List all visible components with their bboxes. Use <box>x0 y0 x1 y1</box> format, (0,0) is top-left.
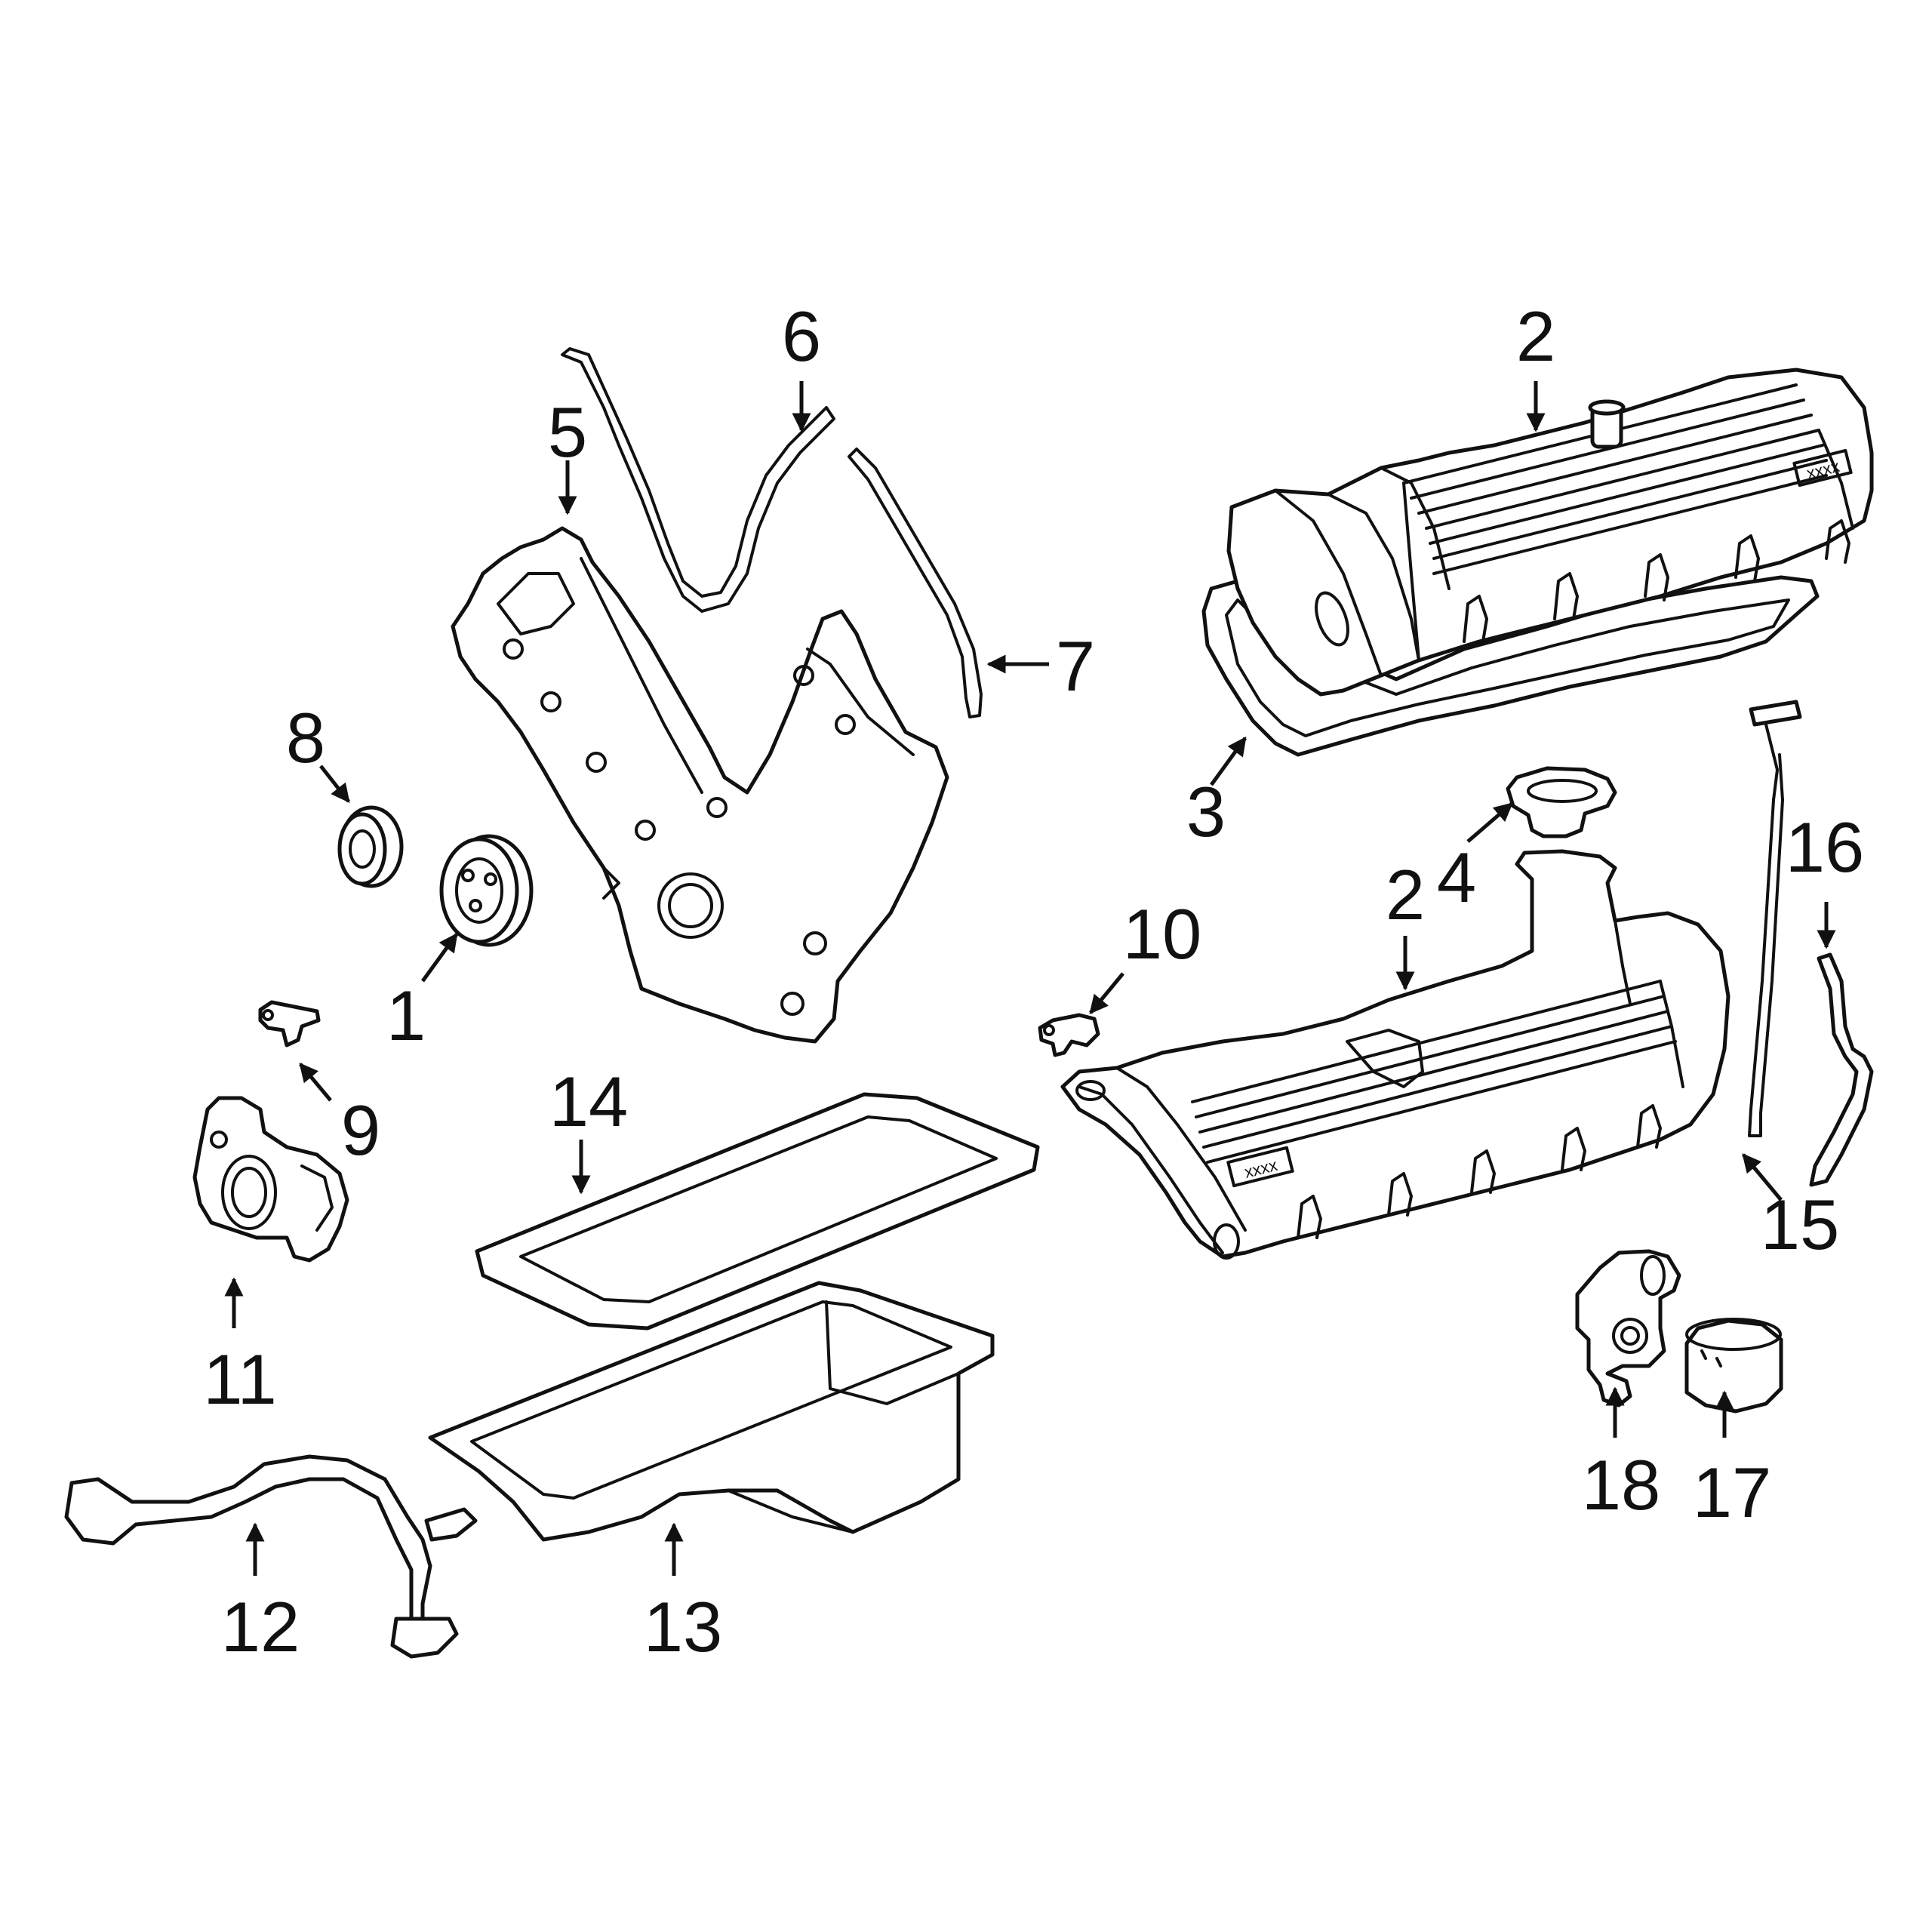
valve-cover-lower: xxxx <box>1060 849 1730 1260</box>
callout-11: 11 <box>203 1340 277 1419</box>
callout-16: 16 <box>1786 808 1865 887</box>
oil-pickup-tube <box>64 1454 478 1659</box>
callout-5: 5 <box>548 392 587 472</box>
callout-arrows <box>224 381 1836 1576</box>
callout-1: 1 <box>386 976 426 1055</box>
oil-pan <box>428 1281 995 1542</box>
oil-filter-adapter <box>1575 1249 1681 1407</box>
callout-6: 6 <box>782 297 821 376</box>
callout-3: 3 <box>1186 772 1226 851</box>
valve-cover-upper: xxxx <box>1226 368 1874 697</box>
oil-pan-gasket <box>475 1092 1040 1331</box>
oil-pump <box>192 1096 349 1263</box>
callout-2-upper: 2 <box>1516 297 1555 376</box>
callout-18: 18 <box>1582 1445 1661 1524</box>
crankshaft-pulley <box>439 834 534 947</box>
callout-8: 8 <box>286 698 325 777</box>
callout-4: 4 <box>1437 838 1476 917</box>
timing-cover-gasket-right <box>848 448 983 718</box>
camshaft-position-sensor <box>1038 1013 1100 1057</box>
callout-13: 13 <box>644 1587 723 1666</box>
dipstick-tube <box>1809 952 1874 1187</box>
callout-7: 7 <box>1056 626 1095 706</box>
callout-9: 9 <box>341 1091 380 1170</box>
callout-14: 14 <box>549 1062 629 1141</box>
callout-10: 10 <box>1123 894 1202 974</box>
oil-dipstick <box>1748 700 1802 1137</box>
callout-numbers: 5 6 7 8 1 9 11 12 13 14 10 2 3 4 2 16 15… <box>203 297 1864 1666</box>
crankshaft-position-sensor <box>258 1000 321 1048</box>
callout-12: 12 <box>221 1587 300 1666</box>
oil-filter <box>1684 1318 1783 1414</box>
crankshaft-seal <box>337 805 404 888</box>
callout-15: 15 <box>1761 1185 1840 1264</box>
timing-cover-gasket-left <box>561 347 835 613</box>
callout-2-lower: 2 <box>1386 855 1425 934</box>
oil-filler-cap <box>1506 766 1617 838</box>
timing-cover <box>451 526 949 1044</box>
callout-17: 17 <box>1693 1453 1772 1532</box>
